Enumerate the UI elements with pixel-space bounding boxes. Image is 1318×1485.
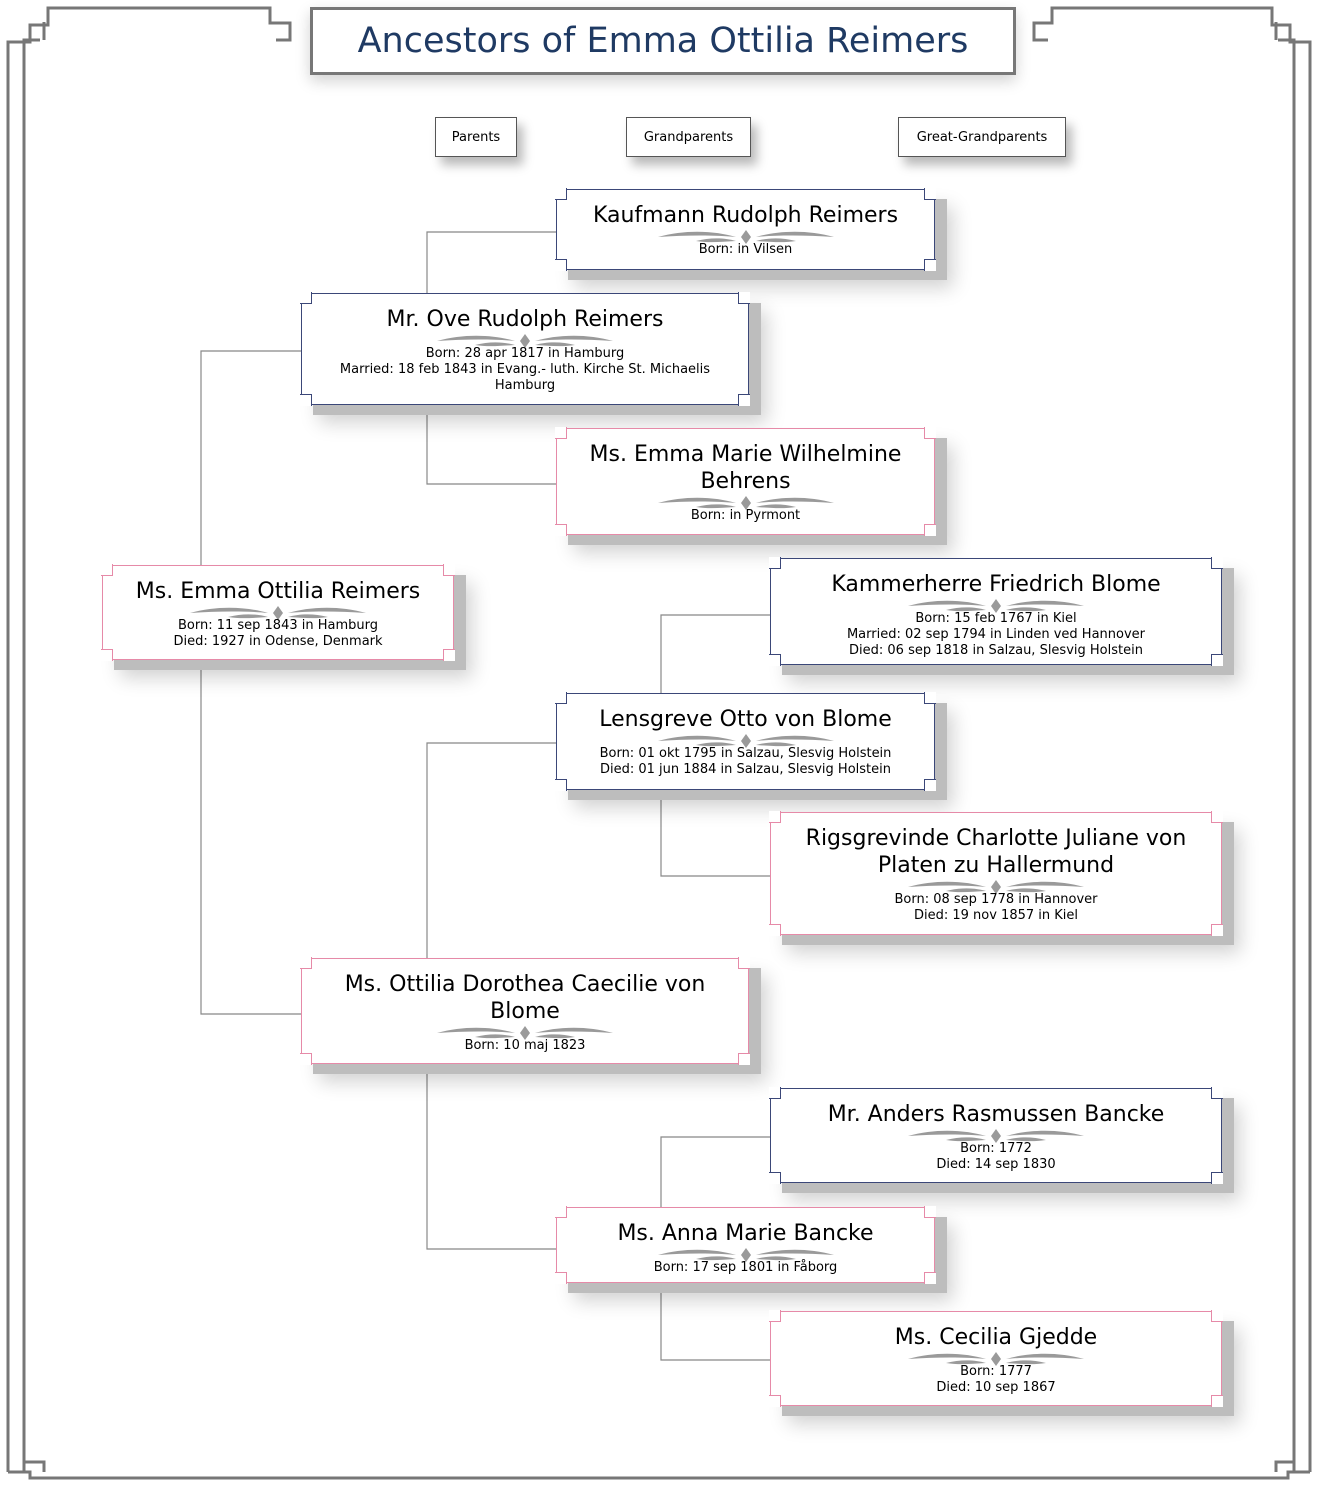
ornament-flourish (657, 230, 834, 244)
person-name: Mr. Anders Rasmussen Bancke (827, 1102, 1165, 1127)
person-name: Ms. Anna Marie Bancke (617, 1221, 874, 1246)
ornament-flourish (437, 1026, 613, 1040)
generation-label-grandparents: Grandparents (626, 117, 751, 157)
ornament-flourish (657, 496, 834, 510)
person-fact: Born: 08 sep 1778 in Hannover (894, 892, 1098, 907)
person-fact: Born: in Vilsen (698, 242, 793, 257)
person-fact: Born: 10 maj 1823 (464, 1038, 586, 1053)
person-card-charlotte-juliane-von-platen[interactable]: Rigsgrevinde Charlotte Juliane von Plate… (769, 811, 1223, 936)
person-fact: Married: 18 feb 1843 in Evang.- luth. Ki… (339, 362, 711, 393)
person-card-ove-rudolph-reimers[interactable]: Mr. Ove Rudolph Reimers Born: 28 apr 181… (300, 292, 750, 406)
person-name: Rigsgrevinde Charlotte Juliane von Plate… (805, 826, 1187, 878)
ornament-flourish (908, 1352, 1084, 1366)
ornament-flourish (908, 599, 1084, 613)
person-fact: Born: 15 feb 1767 in Kiel (915, 611, 1077, 626)
person-name: Kaufmann Rudolph Reimers (592, 203, 899, 228)
person-name: Ms. Emma Ottilia Reimers (135, 579, 421, 604)
person-fact: Died: 19 nov 1857 in Kiel (913, 908, 1079, 923)
person-card-ottilia-dorothea-caecilie-von-blome[interactable]: Ms. Ottilia Dorothea Caecilie von Blome … (300, 957, 750, 1065)
person-fact: Died: 10 sep 1867 (936, 1380, 1056, 1395)
person-card-kaufmann-rudolph-reimers[interactable]: Kaufmann Rudolph Reimers Born: in Vilsen (555, 188, 936, 271)
person-card-emma-ottilia-reimers[interactable]: Ms. Emma Ottilia Reimers Born: 11 sep 18… (101, 564, 455, 661)
person-name: Ms. Emma Marie Wilhelmine Behrens (589, 442, 902, 494)
person-fact: Died: 01 jun 1884 in Salzau, Slesvig Hol… (600, 762, 891, 777)
ornament-flourish (657, 734, 834, 748)
generation-label-great-grandparents: Great-Grandparents (898, 117, 1066, 157)
person-fact: Died: 14 sep 1830 (936, 1157, 1056, 1172)
person-name: Ms. Ottilia Dorothea Caecilie von Blome (344, 972, 706, 1024)
ornament-flourish (908, 880, 1084, 894)
person-fact: Married: 02 sep 1794 in Linden ved Hanno… (846, 627, 1146, 642)
person-fact: Died: 06 sep 1818 in Salzau, Slesvig Hol… (849, 643, 1143, 658)
person-fact: Born: 28 apr 1817 in Hamburg (425, 346, 625, 361)
person-card-anna-marie-bancke[interactable]: Ms. Anna Marie Bancke Born: 17 sep 1801 … (555, 1206, 936, 1284)
person-card-otto-von-blome[interactable]: Lensgreve Otto von Blome Born: 01 okt 17… (555, 692, 936, 791)
ornament-flourish (437, 334, 613, 348)
generation-label-parents: Parents (435, 117, 517, 157)
person-fact: Born: 17 sep 1801 in Fåborg (653, 1260, 838, 1275)
person-fact: Born: in Pyrmont (690, 508, 801, 523)
person-fact: Born: 1772 (960, 1141, 1032, 1156)
person-fact: Died: 1927 in Odense, Denmark (173, 634, 383, 649)
person-fact: Born: 1777 (960, 1364, 1032, 1379)
chart-title: Ancestors of Emma Ottilia Reimers (310, 7, 1016, 75)
ornament-flourish (657, 1248, 834, 1262)
ornament-flourish (190, 606, 366, 620)
person-card-emma-marie-wilhelmine-behrens[interactable]: Ms. Emma Marie Wilhelmine Behrens Born: … (555, 427, 936, 536)
person-fact: Born: 11 sep 1843 in Hamburg (177, 618, 379, 633)
person-card-friedrich-blome[interactable]: Kammerherre Friedrich Blome Born: 15 feb… (769, 557, 1223, 666)
person-name: Mr. Ove Rudolph Reimers (386, 307, 664, 332)
ornament-flourish (908, 1129, 1084, 1143)
person-fact: Born: 01 okt 1795 in Salzau, Slesvig Hol… (599, 746, 892, 761)
person-name: Kammerherre Friedrich Blome (831, 572, 1161, 597)
person-name: Lensgreve Otto von Blome (599, 707, 892, 732)
person-name: Ms. Cecilia Gjedde (894, 1325, 1098, 1350)
